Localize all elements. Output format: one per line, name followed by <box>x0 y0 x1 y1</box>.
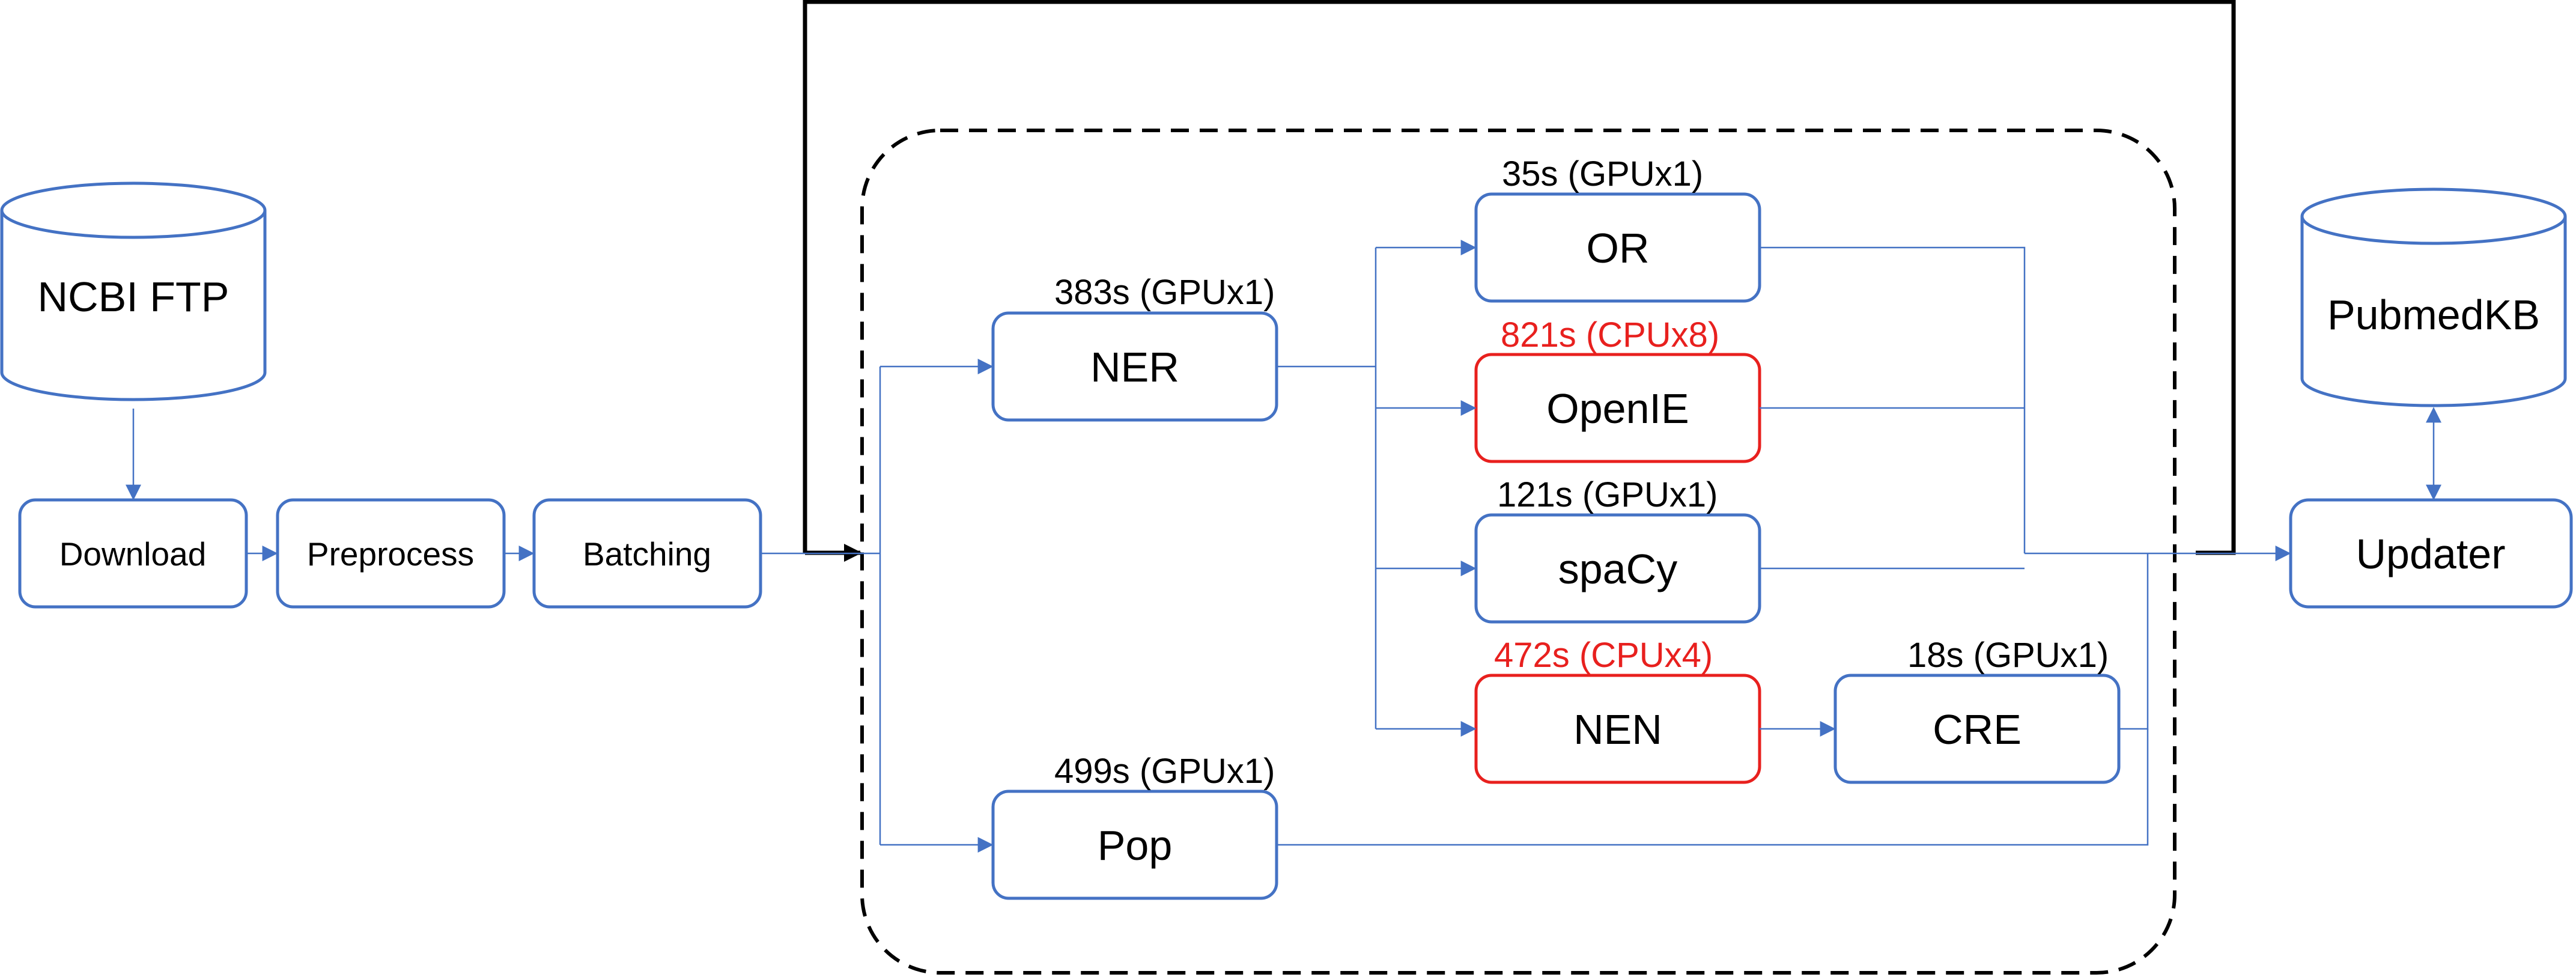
or-label: OR <box>1587 225 1650 272</box>
pubmedkb-database: PubmedKB <box>2300 187 2567 407</box>
batching-label: Batching <box>583 535 711 573</box>
line-cre-out <box>2119 553 2149 730</box>
ncbi-ftp-cylinder-top <box>0 181 267 239</box>
download-label: Download <box>59 535 207 573</box>
ncbi-ftp-database: NCBI FTP <box>0 181 267 401</box>
updater-label: Updater <box>2356 531 2505 577</box>
preprocess-label: Preprocess <box>307 535 474 573</box>
nen-label: NEN <box>1573 706 1662 753</box>
spacy-label: spaCy <box>1558 546 1677 592</box>
openie-label: OpenIE <box>1546 385 1689 432</box>
cre-label: CRE <box>1933 706 2022 753</box>
openie-time: 821s (CPUx8) <box>1501 315 1719 355</box>
pubmedkb-cylinder-top <box>2300 187 2567 245</box>
pop-time: 499s (GPUx1) <box>1054 752 1275 791</box>
ner-label: NER <box>1090 344 1179 391</box>
processing-group-boundary <box>860 129 2177 975</box>
line-or-out <box>1760 246 2026 553</box>
cre-time: 18s (GPUx1) <box>1907 636 2109 675</box>
ncbi-ftp-cylinder-body <box>0 210 267 401</box>
or-time: 35s (GPUx1) <box>1502 154 1703 193</box>
flow-connectors <box>126 240 2441 853</box>
nen-time: 472s (CPUx4) <box>1494 636 1713 675</box>
line-pop-out <box>1277 729 2149 846</box>
spacy-time: 121s (GPUx1) <box>1497 475 1718 514</box>
ner-time: 383s (GPUx1) <box>1054 273 1275 312</box>
pop-label: Pop <box>1098 822 1173 869</box>
pubmedkb-cylinder-body <box>2300 216 2567 407</box>
pubmedkb-label: PubmedKB <box>2327 291 2540 338</box>
ncbi-ftp-label: NCBI FTP <box>38 273 229 320</box>
